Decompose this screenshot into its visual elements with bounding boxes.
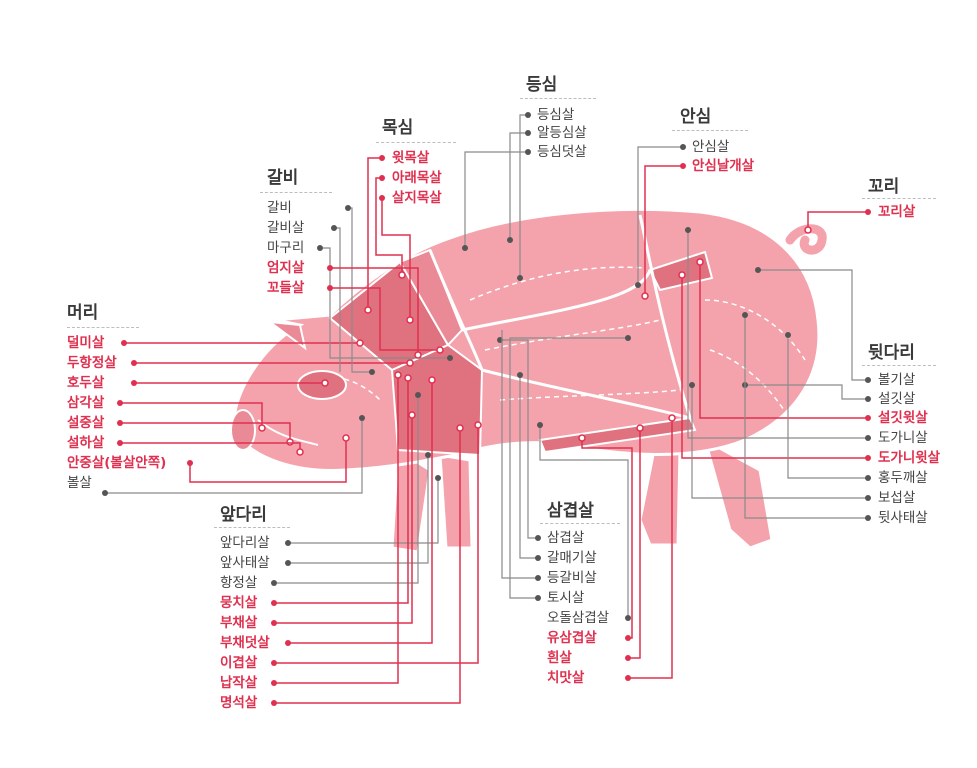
cut-label: 도가니살 (878, 430, 928, 446)
cut-label: 윗목살 (392, 150, 430, 166)
group-title-meori: 머리 (67, 303, 99, 323)
cut-label: 볼기살 (878, 372, 916, 388)
cut-label: 등갈비살 (547, 570, 597, 586)
group-rule (672, 130, 748, 131)
cut-label: 오돌삼겹살 (547, 610, 610, 626)
cut-label: 명석살 (220, 695, 258, 711)
cut-label: 납작살 (220, 675, 258, 691)
cut-label: 토시살 (547, 590, 585, 606)
cut-label: 부채살 (220, 615, 258, 631)
cut-label: 마구리 (267, 240, 305, 256)
group-title-ansim: 안심 (680, 107, 712, 127)
group-rule (67, 327, 139, 328)
cut-label: 설깃윗살 (878, 410, 928, 426)
cut-label: 갈매기살 (547, 550, 597, 566)
cut-label: 앞사태살 (220, 555, 270, 571)
tail (785, 224, 827, 255)
cut-label: 도가니윗살 (878, 450, 941, 466)
cut-label: 삼각살 (67, 395, 105, 411)
cut-label: 보섭살 (878, 490, 916, 506)
cut-label: 홍두깨살 (878, 470, 928, 486)
cut-label: 설중살 (67, 415, 105, 431)
group-rule (214, 527, 290, 528)
group-title-kkori: 꼬리 (868, 177, 900, 197)
cut-label: 살지목살 (392, 190, 442, 206)
cut-label: 삼겹살 (547, 530, 585, 546)
cut-label: 앞다리살 (220, 535, 270, 551)
cut-label: 이겹살 (220, 655, 258, 671)
group-title-samgyeop: 삼겹살 (547, 501, 594, 521)
group-title-deungsim: 등심 (526, 75, 558, 95)
cut-label: 유삼겹살 (547, 630, 597, 646)
group-title-galbi: 갈비 (267, 168, 299, 188)
group-rule (540, 523, 620, 524)
group-rule (260, 192, 332, 193)
cut-label: 갈비 (267, 200, 292, 216)
cut-label: 뭉치살 (220, 595, 258, 611)
group-rule (862, 198, 936, 199)
cut-label: 알등심살 (537, 125, 587, 141)
cut-label: 안심살 (692, 139, 730, 155)
group-rule (862, 365, 936, 366)
cut-label: 부채덧살 (220, 635, 270, 651)
cut-label: 등심덧살 (537, 144, 587, 160)
cut-label: 호두살 (67, 375, 105, 391)
cut-label: 볼살 (67, 475, 92, 491)
cut-label: 갈비살 (267, 220, 305, 236)
cut-label: 덜미살 (67, 335, 105, 351)
cut-label: 설하살 (67, 435, 105, 451)
snout (230, 409, 256, 451)
cut-label: 안심날개살 (692, 158, 755, 174)
group-title-apdari: 앞다리 (220, 505, 267, 525)
cut-label: 안중살(볼살안쪽) (67, 455, 167, 471)
ear (266, 320, 307, 351)
group-rule (520, 98, 596, 99)
cut-label: 꼬들살 (267, 280, 305, 296)
cut-label: 엄지살 (267, 260, 305, 276)
cut-label: 꼬리살 (878, 204, 916, 220)
cut-label: 두항정살 (67, 355, 117, 371)
hind-leg-right (702, 436, 774, 550)
cut-label: 설깃살 (878, 391, 916, 407)
group-title-dwitdari: 뒷다리 (868, 343, 915, 363)
cut-label: 치맛살 (547, 670, 585, 686)
cut-label: 아래목살 (392, 170, 442, 186)
cut-label: 뒷사태살 (878, 510, 928, 526)
cut-label: 흰살 (547, 650, 572, 666)
group-rule (376, 142, 456, 143)
cut-label: 항정살 (220, 575, 258, 591)
group-title-moksim: 목심 (382, 118, 414, 138)
cut-label: 등심살 (537, 107, 575, 123)
